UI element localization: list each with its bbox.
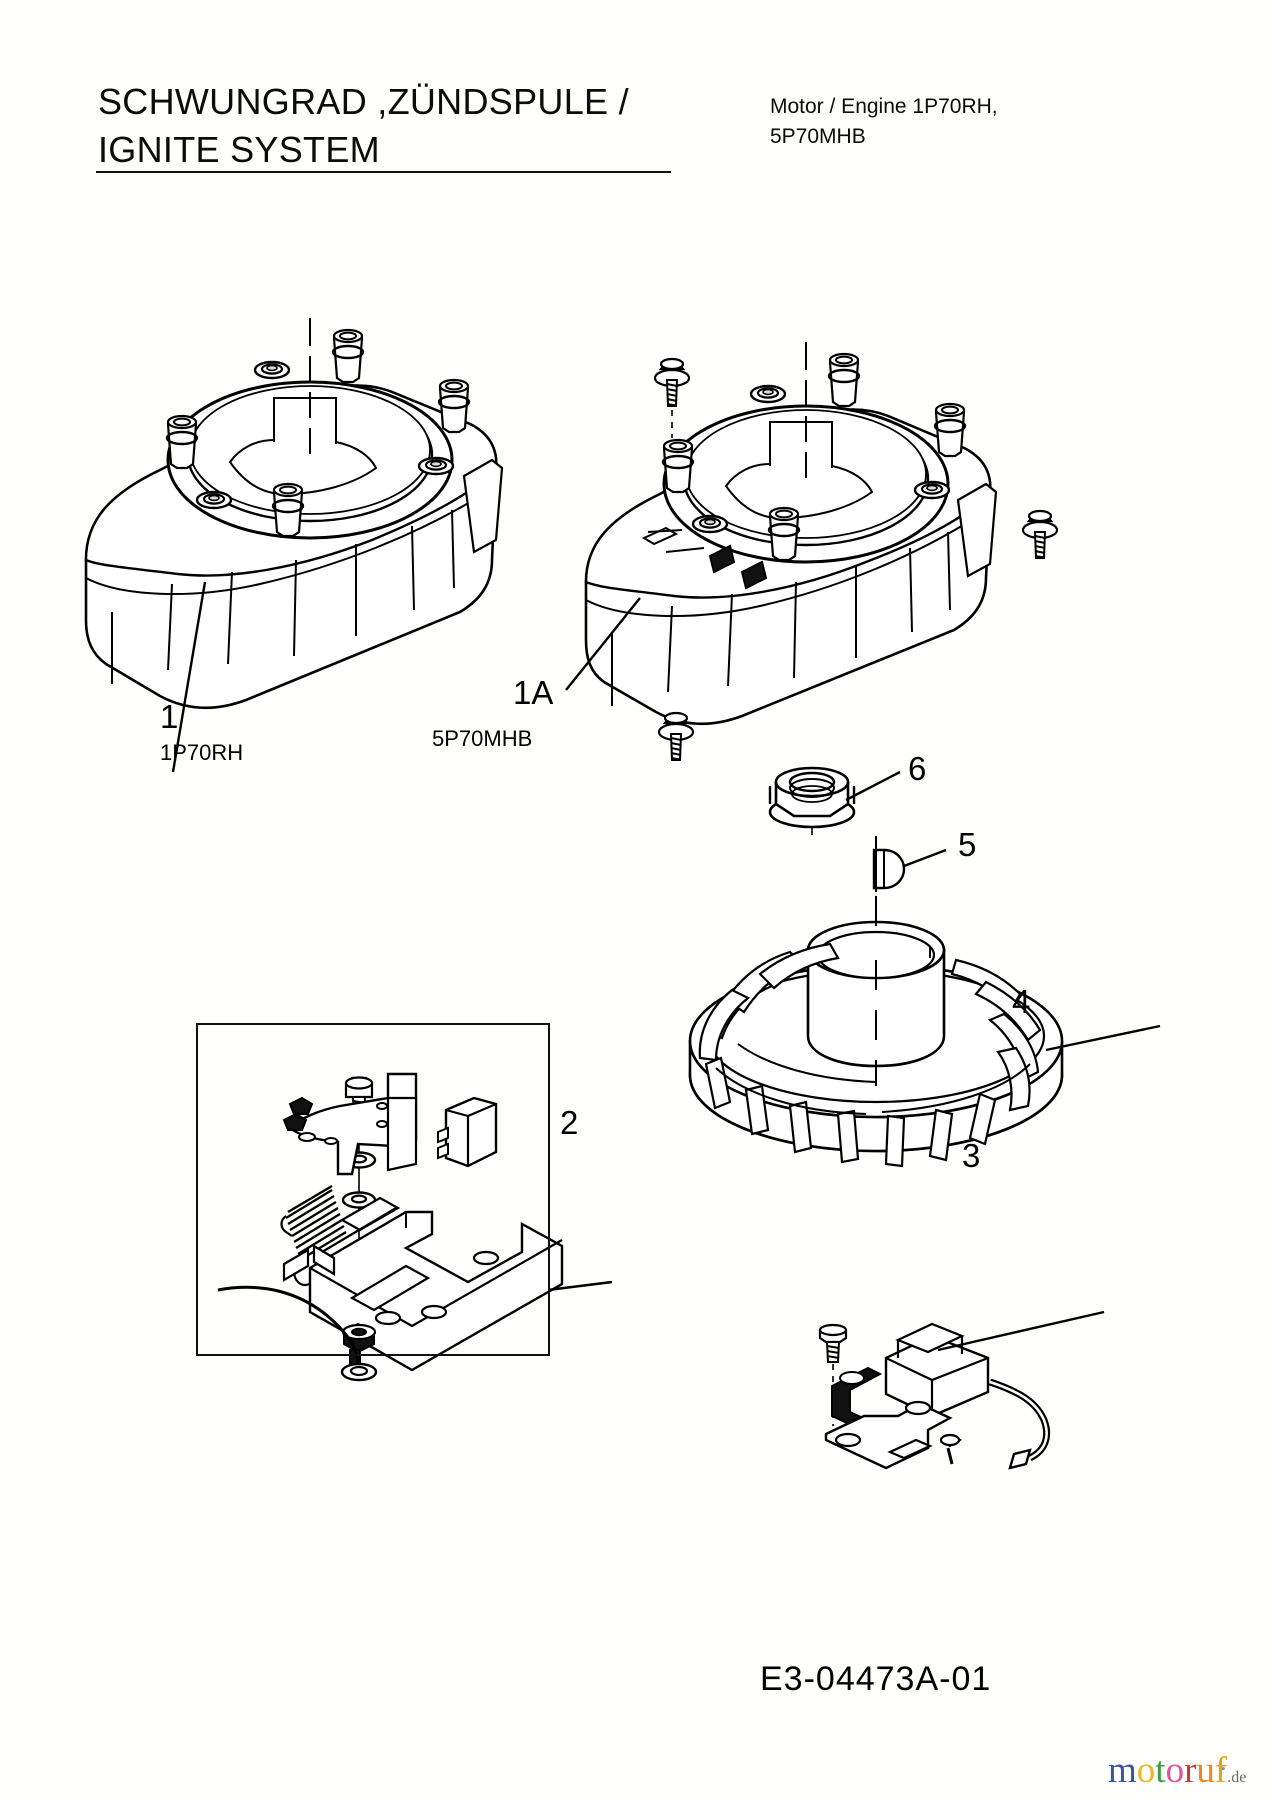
leader-line-item-3 [938,1312,1104,1350]
page-title-line-2: IGNITE SYSTEM [98,129,380,170]
callout-4-number: 4 [1012,983,1031,1020]
page-title-line-1: SCHWUNGRAD ,ZÜNDSPULE / [98,81,629,122]
leader-line-item-2 [548,1282,612,1290]
part-5-woodruff-key [874,850,946,888]
leader-line-item-4 [1046,1026,1160,1050]
document-number: E3-04473A-01 [760,1660,992,1698]
watermark-letter: u [1196,1750,1215,1791]
part-1-blower-housing [86,318,502,772]
watermark-dot: • [1221,1761,1226,1776]
callout-6-number: 6 [908,750,927,787]
watermark-suffix: .de [1227,1769,1247,1786]
leader-line-item-1a [566,598,640,690]
watermark-letter: o [1165,1750,1185,1791]
watermark-letter: m [1108,1750,1137,1791]
watermark-letter: f [1214,1750,1228,1791]
title-underline [96,171,671,173]
callout-1a-variant: 5P70MHB [432,726,533,751]
callout-5-number: 5 [958,826,977,863]
part-4-flywheel [690,836,1160,1166]
watermark-letter: o [1136,1750,1156,1791]
watermark-letter: t [1155,1750,1166,1791]
item-2-group-box [196,1023,550,1356]
callout-3-number: 3 [962,1137,981,1174]
motoruf-watermark: motoruf.de • [1108,1752,1246,1796]
callout-1-number: 1 [160,698,179,735]
part-6-flange-nut [770,768,900,842]
engine-note-line-2: 5P70MHB [770,125,866,148]
callout-1-variant: 1P70RH [160,740,244,765]
page-title: SCHWUNGRAD ,ZÜNDSPULE / IGNITE SYSTEM [98,78,698,174]
part-1a-blower-housing [566,342,996,724]
engine-note: Motor / Engine 1P70RH, 5P70MHB [770,92,1100,152]
part-3-ignition-coil [820,1312,1104,1468]
callout-2-number: 2 [560,1104,579,1141]
leader-line-item-6 [846,772,900,800]
watermark-letters: motoruf [1108,1750,1227,1791]
engine-note-line-1: Motor / Engine 1P70RH, [770,95,998,118]
callout-1a-number: 1A [513,674,554,711]
flange-bolts [653,357,1059,762]
leader-line-item-5 [904,850,946,866]
watermark-letter: r [1184,1750,1197,1791]
